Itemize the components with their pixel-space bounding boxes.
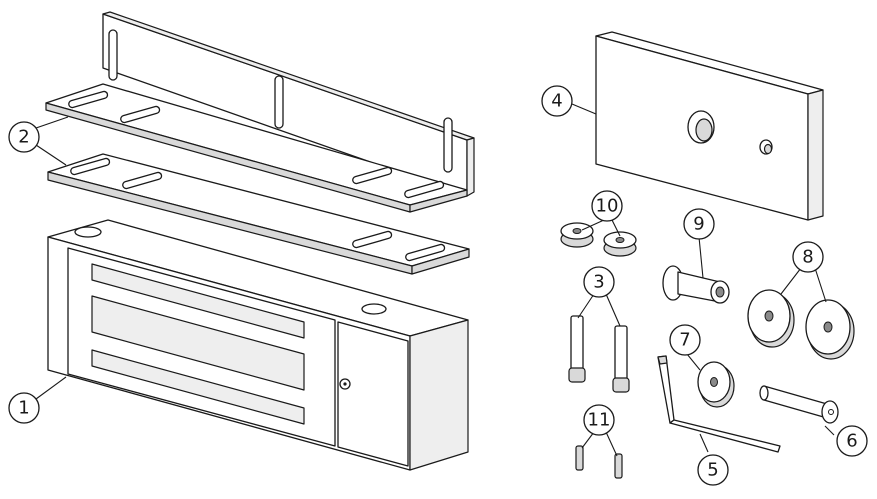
armature-plate — [595, 31, 824, 221]
small-washer — [697, 361, 735, 408]
pins — [575, 445, 623, 479]
callout-3: 3 — [583, 266, 615, 298]
callout-5-label: 5 — [707, 460, 718, 481]
hex-key — [657, 355, 781, 453]
small-spacers — [560, 222, 637, 257]
sleeve-nut — [662, 265, 730, 304]
callout-4-label: 4 — [551, 91, 562, 112]
callout-1: 1 — [8, 392, 40, 424]
callout-11: 11 — [583, 404, 615, 436]
large-washers — [747, 289, 855, 360]
callout-2: 2 — [8, 121, 40, 153]
callout-9-label: 9 — [693, 214, 704, 235]
callout-5: 5 — [697, 454, 729, 486]
callout-8: 8 — [792, 241, 824, 273]
callout-2-label: 2 — [18, 127, 29, 148]
callout-7-label: 7 — [679, 330, 690, 351]
callout-6: 6 — [836, 425, 868, 457]
magnet-body — [47, 219, 469, 471]
callout-9: 9 — [683, 208, 715, 240]
callout-6-label: 6 — [846, 431, 857, 452]
leader-lines — [35, 103, 835, 457]
callout-1-label: 1 — [18, 398, 29, 419]
screws — [568, 315, 630, 393]
callout-11-label: 11 — [588, 410, 611, 431]
sex-bolt — [759, 385, 839, 424]
callout-10: 10 — [591, 190, 623, 222]
callout-4: 4 — [541, 85, 573, 117]
spacer-plate — [47, 153, 470, 275]
callout-10-label: 10 — [596, 196, 619, 217]
callout-8-label: 8 — [802, 247, 813, 268]
l-bracket — [45, 11, 475, 213]
callout-3-label: 3 — [593, 272, 604, 293]
callout-7: 7 — [669, 324, 701, 356]
